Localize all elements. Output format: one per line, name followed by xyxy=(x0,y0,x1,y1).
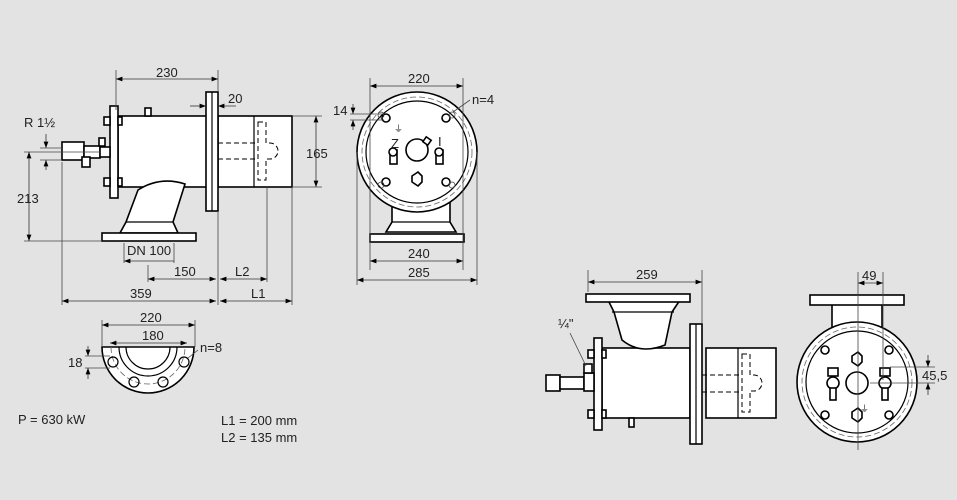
dim-20: 20 xyxy=(228,91,242,106)
dim-259: 259 xyxy=(636,267,658,282)
dim-165: 165 xyxy=(306,146,328,161)
L1-spec: L1 = 200 mm xyxy=(221,413,298,428)
dim-359: 359 xyxy=(130,286,152,301)
dim-dn100: DN 100 xyxy=(127,243,171,258)
inlet-flange-view: 220 180 18 n=8 xyxy=(68,310,222,394)
dim-L1: L1 xyxy=(251,286,265,301)
dim-230: 230 xyxy=(156,65,178,80)
dim-213: 213 xyxy=(17,191,39,206)
dim-285: 285 xyxy=(408,265,430,280)
dim-220-front: 220 xyxy=(408,71,430,86)
dim-220-inlet: 220 xyxy=(140,310,162,325)
ground-icon: ⏚ xyxy=(394,124,403,134)
dim-14: 14 xyxy=(333,103,347,118)
dim-180: 180 xyxy=(142,328,164,343)
label-i: I xyxy=(438,134,442,149)
holes-n8: n=8 xyxy=(200,340,222,355)
dim-49: 49 xyxy=(862,268,876,283)
side-view: 230 20 R 1½ 213 165 DN 100 150 L2 359 L1 xyxy=(17,65,328,305)
power-spec: P = 630 kW xyxy=(18,412,86,427)
label-z: Z xyxy=(391,136,399,151)
L2-spec: L2 = 135 mm xyxy=(221,430,298,445)
dim-L2: L2 xyxy=(235,264,249,279)
ground-icon-alt: ⏚ xyxy=(860,404,869,414)
dim-18: 18 xyxy=(68,355,82,370)
front-view: Z I ⏚ 220 14 n=4 240 285 xyxy=(333,71,494,285)
dim-150: 150 xyxy=(174,264,196,279)
dim-240: 240 xyxy=(408,246,430,261)
dim-thread: R 1½ xyxy=(24,115,55,130)
dim-quarter-inch: ¼" xyxy=(558,316,574,331)
holes-n4: n=4 xyxy=(472,92,494,107)
front-view-alt: 49 ⏚ 45,5 xyxy=(796,268,947,450)
dim-45-5: 45,5 xyxy=(922,368,947,383)
side-view-alt: 259 ¼" xyxy=(545,267,777,445)
